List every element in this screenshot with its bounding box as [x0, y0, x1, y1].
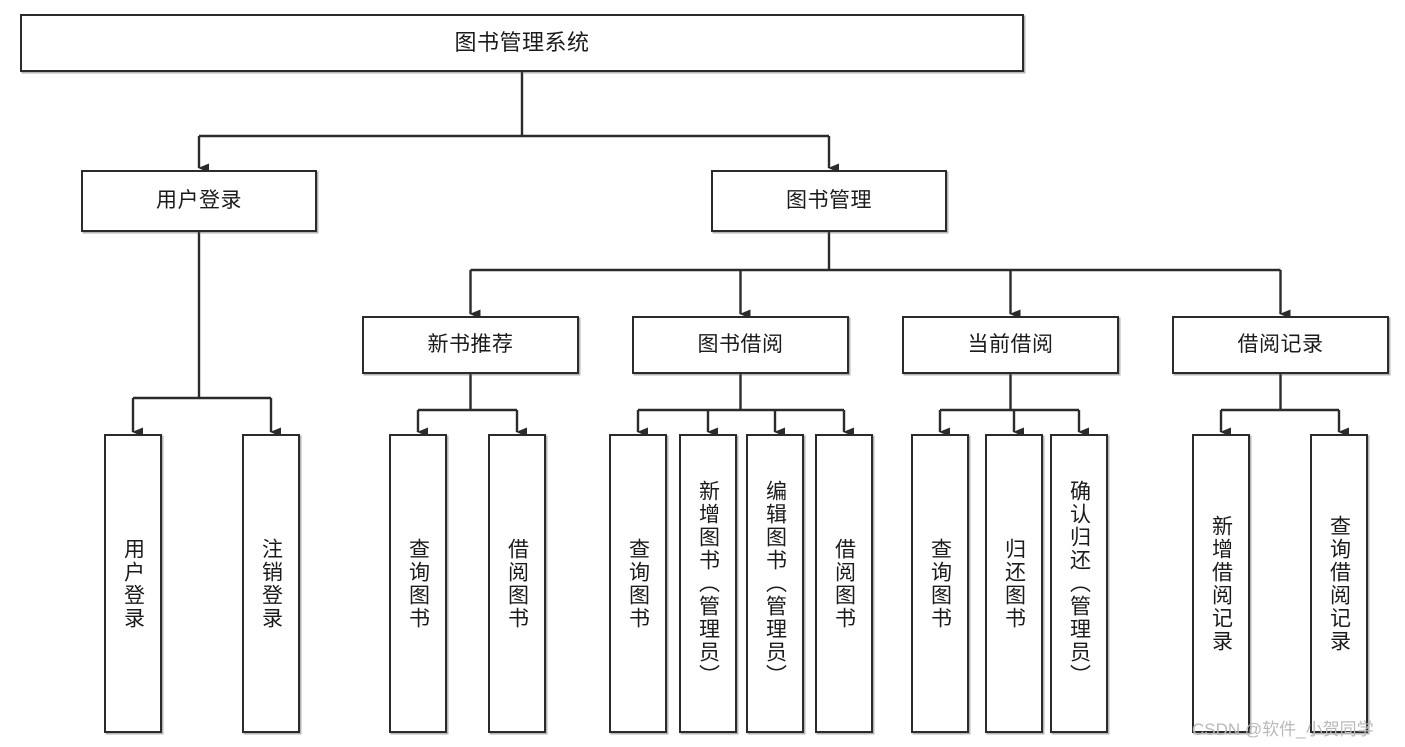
node-leaf-logout[interactable]: 注销登录 [242, 434, 300, 733]
csdn-watermark: CSDN @软件_小贺同学 [1192, 720, 1374, 739]
node-new-book-recommend[interactable]: 新书推荐 [362, 316, 579, 374]
node-leaf-add-book[interactable]: 新增图书（管理员） [679, 434, 737, 733]
node-leaf-user-login[interactable]: 用户登录 [104, 434, 162, 733]
node-label: 借阅记录 [1237, 332, 1324, 356]
node-label: 查询图书 [928, 537, 952, 630]
node-leaf-return-book[interactable]: 归还图书 [985, 434, 1043, 733]
node-leaf-borrow-book-1[interactable]: 借阅图书 [488, 434, 546, 733]
node-label: 借阅图书 [505, 537, 529, 630]
node-borrow-record[interactable]: 借阅记录 [1172, 316, 1389, 374]
node-label: 当前借阅 [967, 332, 1054, 356]
node-label: 查询图书 [406, 537, 430, 630]
node-label: 用户登录 [156, 188, 242, 212]
node-label: 编辑图书（管理员） [763, 480, 787, 687]
node-label: 借阅图书 [832, 537, 856, 630]
node-label: 新书推荐 [427, 332, 514, 356]
node-label: 图书管理系统 [454, 30, 590, 56]
node-label: 确认归还（管理员） [1067, 480, 1091, 687]
node-label: 查询图书 [626, 537, 650, 630]
node-label: 用户登录 [121, 537, 145, 630]
node-leaf-confirm-return[interactable]: 确认归还（管理员） [1050, 434, 1108, 733]
node-label: 新增图书（管理员） [696, 480, 720, 687]
node-user-login[interactable]: 用户登录 [81, 170, 317, 232]
node-label: 归还图书 [1002, 537, 1026, 630]
node-leaf-query-book-1[interactable]: 查询图书 [389, 434, 447, 733]
node-book-borrow[interactable]: 图书借阅 [632, 316, 849, 374]
node-label: 新增借阅记录 [1209, 514, 1233, 653]
node-root[interactable]: 图书管理系统 [20, 14, 1024, 72]
node-label: 图书管理 [786, 188, 872, 212]
node-label: 图书借阅 [697, 332, 784, 356]
node-book-manage[interactable]: 图书管理 [711, 170, 947, 232]
node-leaf-query-book-3[interactable]: 查询图书 [911, 434, 969, 733]
node-leaf-add-record[interactable]: 新增借阅记录 [1192, 434, 1250, 733]
node-leaf-query-book-2[interactable]: 查询图书 [609, 434, 667, 733]
node-current-borrow[interactable]: 当前借阅 [902, 316, 1119, 374]
node-leaf-query-record[interactable]: 查询借阅记录 [1310, 434, 1368, 733]
node-leaf-edit-book[interactable]: 编辑图书（管理员） [746, 434, 804, 733]
node-leaf-borrow-book-2[interactable]: 借阅图书 [815, 434, 873, 733]
node-label: 查询借阅记录 [1327, 514, 1351, 653]
node-label: 注销登录 [259, 537, 283, 630]
